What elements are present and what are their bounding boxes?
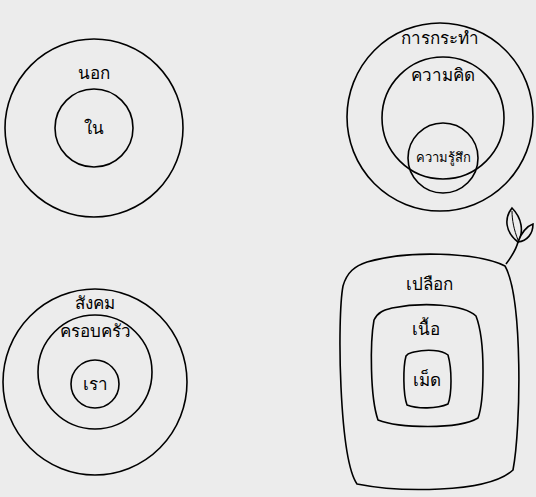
inner-circle: ใน bbox=[54, 88, 134, 168]
outer-circle-outline bbox=[346, 22, 534, 212]
node-label: เรา bbox=[83, 373, 108, 395]
fruit-seed: เม็ด bbox=[402, 349, 452, 409]
node-label: ความคิด bbox=[411, 64, 475, 86]
middle-circle: ครอบครัวเรา bbox=[37, 314, 153, 430]
node-label: นอก bbox=[78, 62, 110, 84]
node-label: ใน bbox=[84, 117, 104, 139]
outer-circle: สังคมครอบครัวเรา bbox=[2, 288, 188, 476]
node-label: ครอบครัว bbox=[60, 320, 131, 342]
node-label: เนื้อ bbox=[412, 318, 440, 340]
inner-circle: เรา bbox=[70, 359, 120, 409]
inner-circle: ความรู้สึก bbox=[407, 122, 479, 194]
node-label: เม็ด bbox=[413, 369, 441, 391]
outer-circle: นอกใน bbox=[4, 38, 184, 218]
node-label: ความรู้สึก bbox=[416, 150, 471, 167]
fruit-peel: เปลือกเนื้อเม็ด bbox=[337, 248, 521, 492]
node-label: เปลือก bbox=[406, 273, 453, 295]
middle-circle: ความคิดความรู้สึก bbox=[381, 56, 505, 180]
fruit-flesh: เนื้อเม็ด bbox=[368, 302, 484, 428]
node-label: การกระทำ bbox=[401, 27, 479, 49]
node-label: สังคม bbox=[75, 292, 115, 314]
outer-circle: การกระทำความคิดความรู้สึก bbox=[346, 22, 534, 212]
